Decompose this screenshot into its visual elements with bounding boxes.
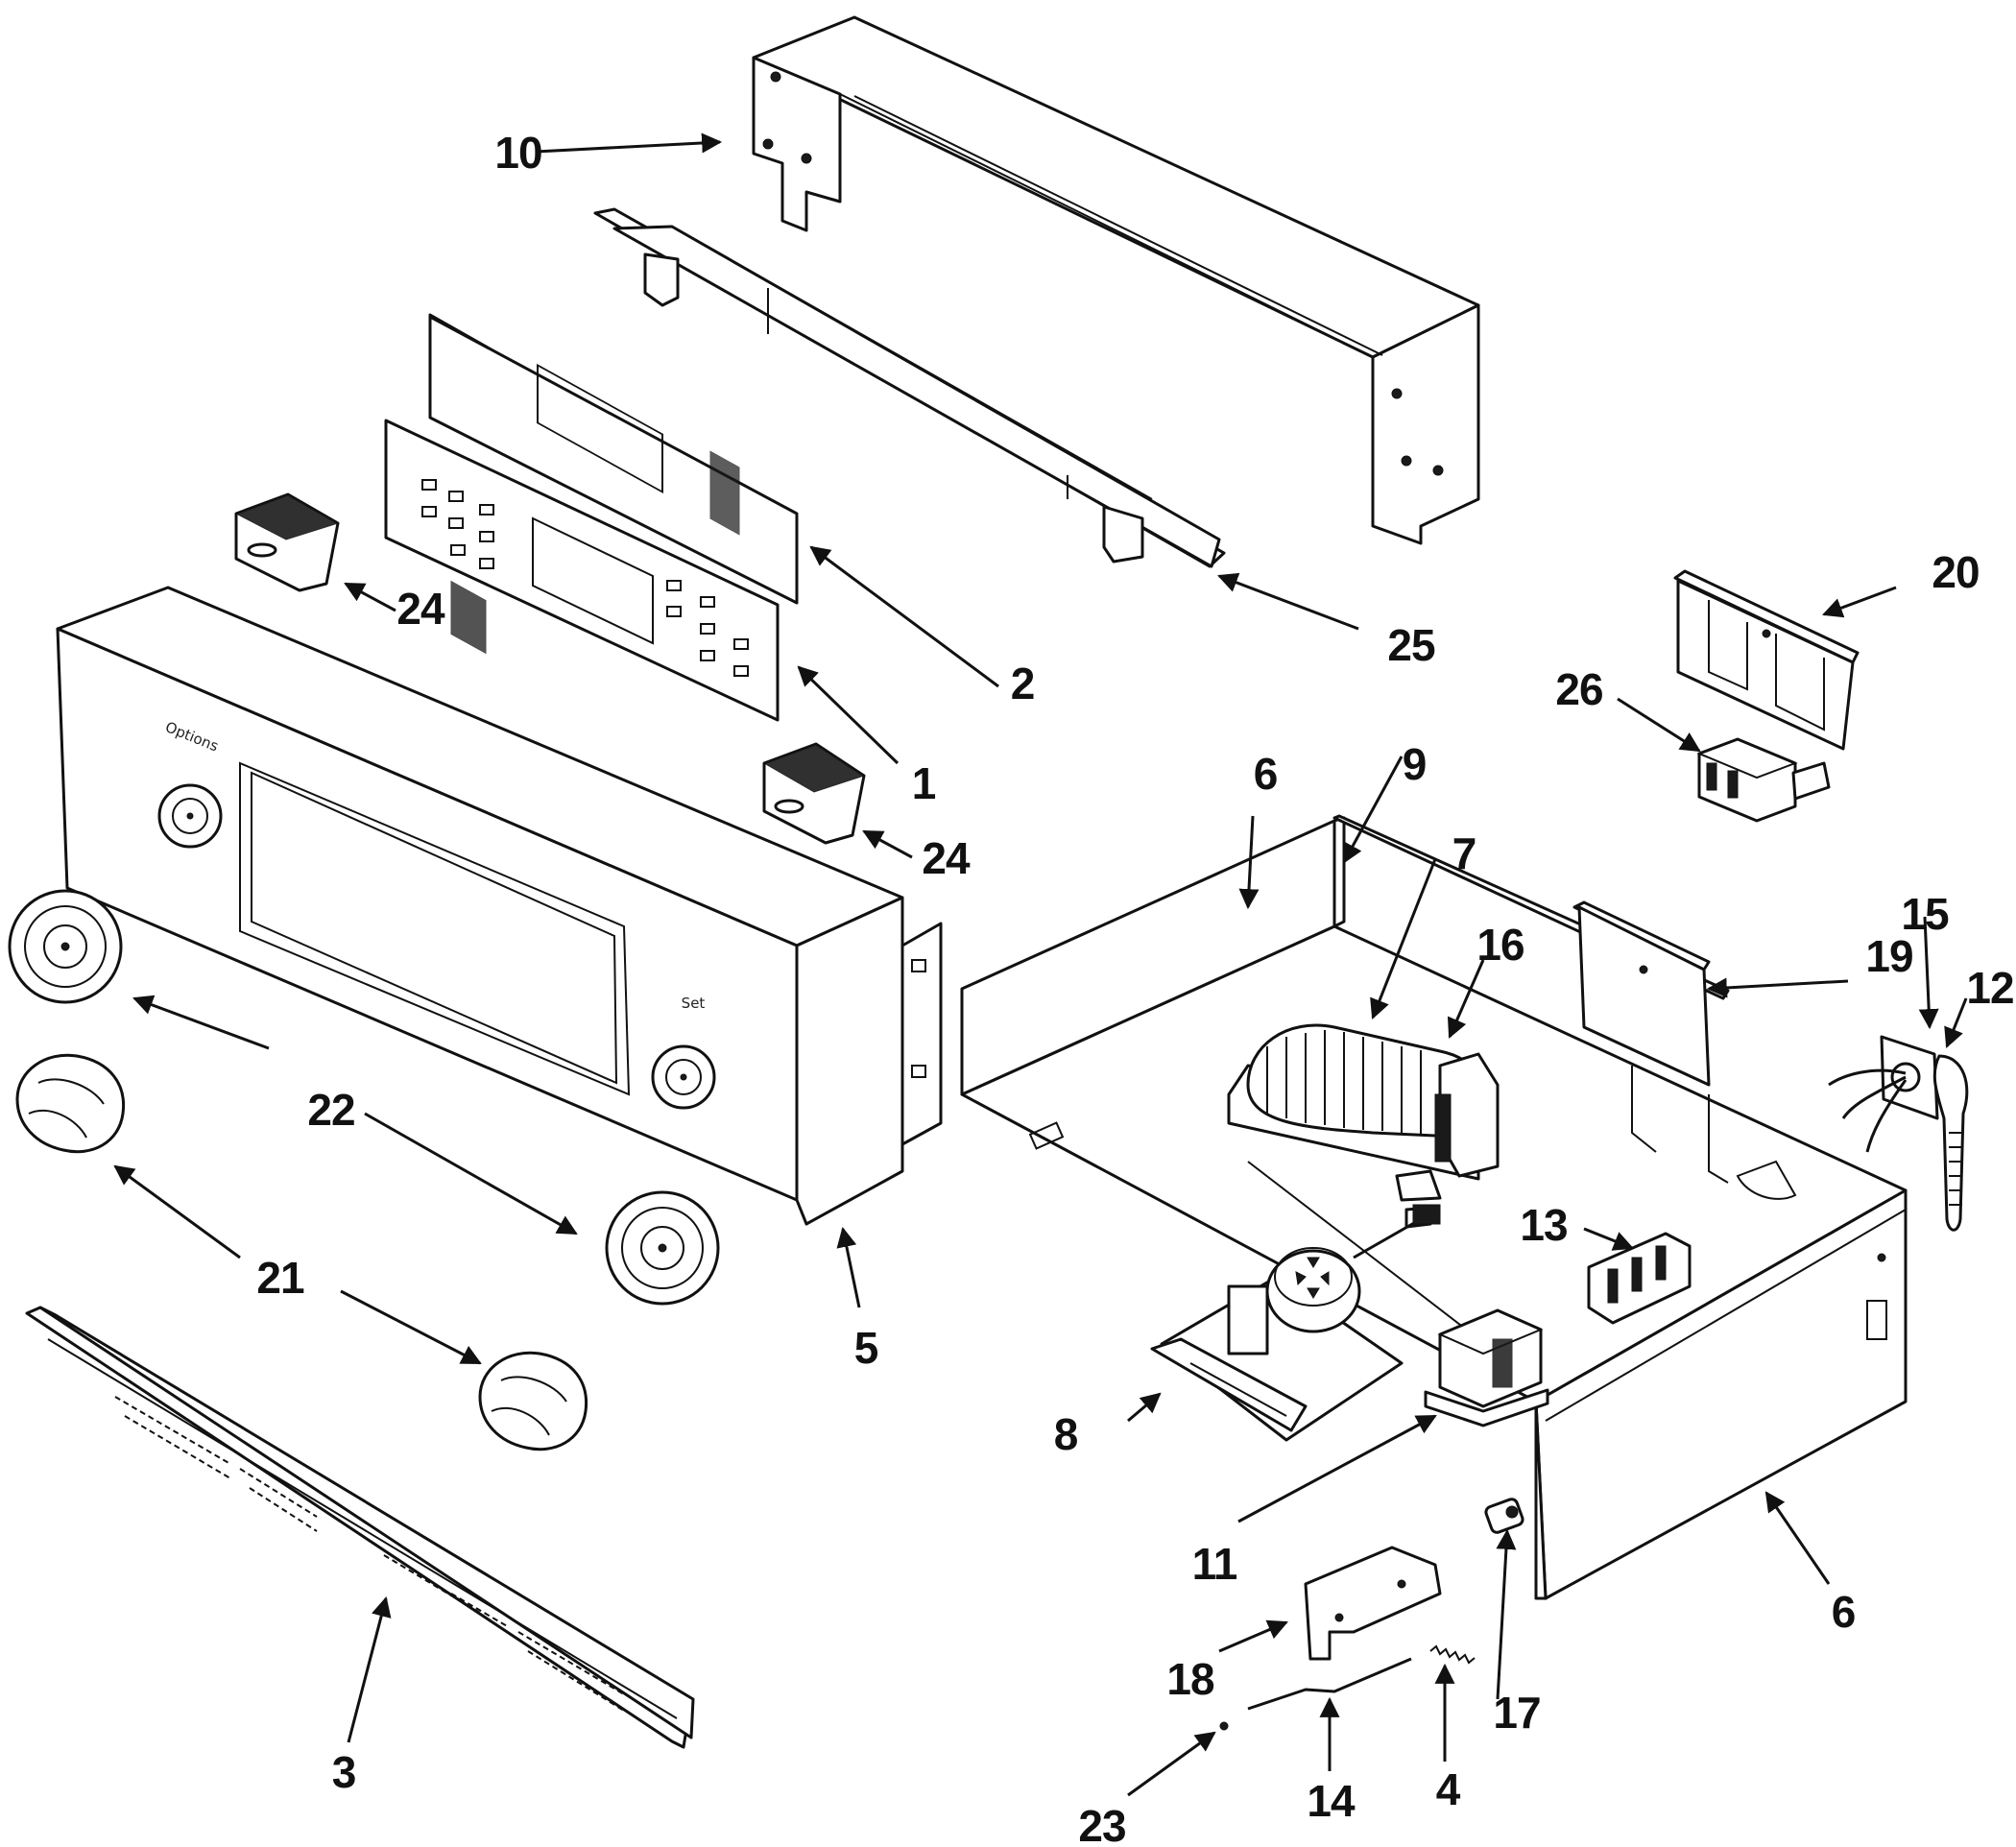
callout-5: 5 xyxy=(854,1323,878,1373)
part-9-latch-motor xyxy=(1150,1204,1441,1442)
callout-4: 10 xyxy=(494,128,541,178)
part-22-knob-right xyxy=(478,1351,588,1451)
callout-26: 26 xyxy=(1555,664,1602,714)
callout-6-upper: 6 xyxy=(1254,749,1278,799)
callout-13: 13 xyxy=(1520,1200,1567,1250)
part-24-spacer-upper xyxy=(234,492,340,592)
callout-14: 15 xyxy=(1901,889,1949,939)
part-3-trim-strip xyxy=(25,1306,695,1749)
part-7-blower-fan xyxy=(1227,1023,1500,1229)
part-23-knob-bezel-left xyxy=(8,889,123,1004)
callout-10: 9 xyxy=(1403,739,1427,789)
part-25-support-rail xyxy=(593,207,1226,568)
callout-12: 12 xyxy=(1966,963,2013,1013)
part-19-pin xyxy=(1219,1721,1229,1731)
callout-21: 20 xyxy=(1932,547,1979,597)
fan-blades xyxy=(1266,1030,1422,1134)
part-17-bracket xyxy=(1304,1546,1442,1661)
part-22-knob-left xyxy=(15,1053,126,1154)
part-5-control-housing: Options Set xyxy=(56,586,943,1226)
set-label: Set xyxy=(682,995,706,1012)
callout-17: 18 xyxy=(1166,1654,1214,1704)
part-26-relay xyxy=(1696,737,1831,823)
part-1-overlay-panel xyxy=(384,419,780,722)
part-12-power-cord xyxy=(1932,1054,1969,1232)
callout-9: 8 xyxy=(1054,1409,1078,1459)
part-21-bracket xyxy=(1673,569,1860,751)
callout-20: 19 xyxy=(1865,931,1912,981)
part-4-rear-cover xyxy=(752,15,1480,545)
callout-7: 7 xyxy=(1452,828,1476,878)
callout-16: 17 xyxy=(1493,1688,1540,1738)
callout-15: 16 xyxy=(1476,920,1524,970)
callout-2: 2 xyxy=(1011,659,1035,708)
trim-strip-slots xyxy=(114,1396,625,1712)
part-23-knob-bezel-right xyxy=(605,1190,720,1306)
callout-23: 22 xyxy=(307,1085,354,1135)
callout-3: 3 xyxy=(332,1747,356,1797)
part-13-terminal-block xyxy=(1587,1232,1692,1325)
part-20-bracket xyxy=(1572,900,1711,1087)
callout-8: 4 xyxy=(1436,1764,1461,1814)
callout-18: 14 xyxy=(1307,1776,1356,1826)
callout-1: 1 xyxy=(912,758,936,808)
callout-19: 23 xyxy=(1078,1801,1125,1847)
callout-25: 25 xyxy=(1387,620,1435,670)
part-24-spacer-lower xyxy=(762,742,866,845)
callout-24-upper: 24 xyxy=(396,584,445,634)
part-2-control-board xyxy=(428,313,799,655)
part-18-link-rod xyxy=(1247,1657,1412,1711)
part-16-switch xyxy=(1484,1498,1524,1534)
leader-arrows xyxy=(113,132,1968,1797)
callout-24-lower: 24 xyxy=(922,833,971,883)
callout-11: 11 xyxy=(1192,1539,1237,1589)
callout-6-lower: 6 xyxy=(1832,1587,1856,1637)
part-8-spring xyxy=(1429,1644,1476,1665)
part-11-transformer xyxy=(1424,1308,1549,1427)
callout-labels: 10 2 1 24 24 25 20 26 6 9 7 16 19 15 12 … xyxy=(256,128,2014,1847)
callout-22: 21 xyxy=(256,1253,304,1303)
part-14-strain-relief xyxy=(1828,1035,1939,1153)
overlay-button-grid xyxy=(421,479,494,569)
